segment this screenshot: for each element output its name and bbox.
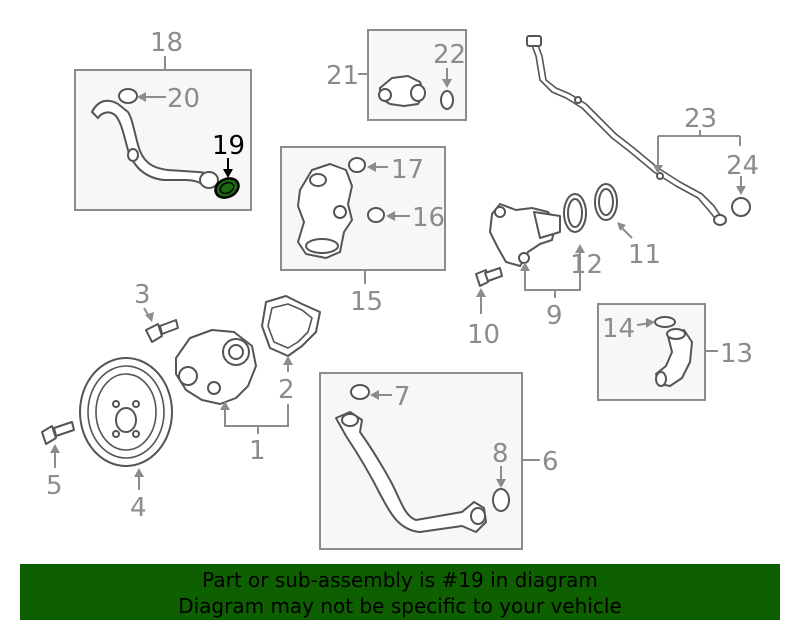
callout-12[interactable]: 12 bbox=[570, 250, 603, 280]
callout-8[interactable]: 8 bbox=[492, 439, 509, 469]
o-ring-22 bbox=[440, 90, 454, 110]
banner-line-1: Part or sub-assembly is #19 in diagram bbox=[202, 568, 598, 592]
callout-23[interactable]: 23 bbox=[684, 104, 717, 134]
o-ring-17 bbox=[348, 157, 366, 173]
assembly-9-group: 9 12 11 10 bbox=[467, 183, 661, 350]
thermostat-housing-15 bbox=[297, 163, 353, 259]
callout-7[interactable]: 7 bbox=[394, 382, 411, 412]
callout-3[interactable]: 3 bbox=[134, 280, 151, 310]
callout-6[interactable]: 6 bbox=[542, 447, 559, 477]
callout-17[interactable]: 17 bbox=[391, 155, 424, 185]
banner-line-2: Diagram may not be specific to your vehi… bbox=[178, 594, 622, 618]
callout-21[interactable]: 21 bbox=[326, 61, 359, 91]
o-ring-24 bbox=[731, 197, 751, 217]
callout-9[interactable]: 9 bbox=[546, 301, 563, 331]
assembly-1-group: 2 1 bbox=[175, 295, 321, 466]
callout-5[interactable]: 5 bbox=[46, 471, 63, 501]
callout-18[interactable]: 18 bbox=[150, 28, 183, 58]
bracket-1 bbox=[224, 404, 289, 427]
o-ring-14 bbox=[654, 316, 676, 328]
assembly-13-group: 13 14 bbox=[597, 303, 753, 401]
callout-4[interactable]: 4 bbox=[130, 493, 147, 523]
info-banner: Part or sub-assembly is #19 in diagram D… bbox=[20, 564, 780, 620]
assembly-4-group: 4 5 bbox=[41, 357, 173, 523]
callout-24[interactable]: 24 bbox=[726, 151, 759, 181]
tube-end-flange bbox=[199, 171, 219, 189]
assembly-21-group: 21 22 bbox=[326, 29, 467, 121]
pump-gasket-2 bbox=[261, 295, 321, 357]
assembly-6-group: 6 7 8 bbox=[319, 372, 559, 550]
bolt-5 bbox=[41, 425, 57, 445]
callout-2[interactable]: 2 bbox=[278, 375, 295, 405]
callout-16[interactable]: 16 bbox=[412, 203, 445, 233]
callout-10[interactable]: 10 bbox=[467, 320, 500, 350]
o-ring-7 bbox=[350, 384, 370, 400]
bolt-3 bbox=[145, 323, 163, 343]
callout-1[interactable]: 1 bbox=[249, 436, 266, 466]
callout-14[interactable]: 14 bbox=[602, 314, 635, 344]
assembly-15-group: 15 17 16 bbox=[280, 146, 446, 317]
callout-22[interactable]: 22 bbox=[433, 40, 466, 70]
callout-20[interactable]: 20 bbox=[167, 84, 200, 114]
bracket-9 bbox=[524, 248, 581, 291]
bypass-tube-23 bbox=[529, 39, 719, 223]
assembly-23-group: 23 24 bbox=[526, 35, 759, 226]
parts-diagram: 18 20 19 21 22 bbox=[41, 28, 759, 550]
o-ring-8 bbox=[492, 488, 510, 512]
bolt-3-group: 3 bbox=[134, 280, 179, 343]
callout-19[interactable]: 19 bbox=[212, 131, 245, 161]
elbow-13 bbox=[655, 329, 693, 387]
o-ring-20 bbox=[118, 88, 138, 104]
o-ring-16 bbox=[367, 207, 385, 223]
callout-15[interactable]: 15 bbox=[350, 287, 383, 317]
assembly-18-group: 18 20 19 bbox=[74, 28, 252, 211]
callout-13[interactable]: 13 bbox=[720, 339, 753, 369]
callout-11[interactable]: 11 bbox=[628, 240, 661, 270]
